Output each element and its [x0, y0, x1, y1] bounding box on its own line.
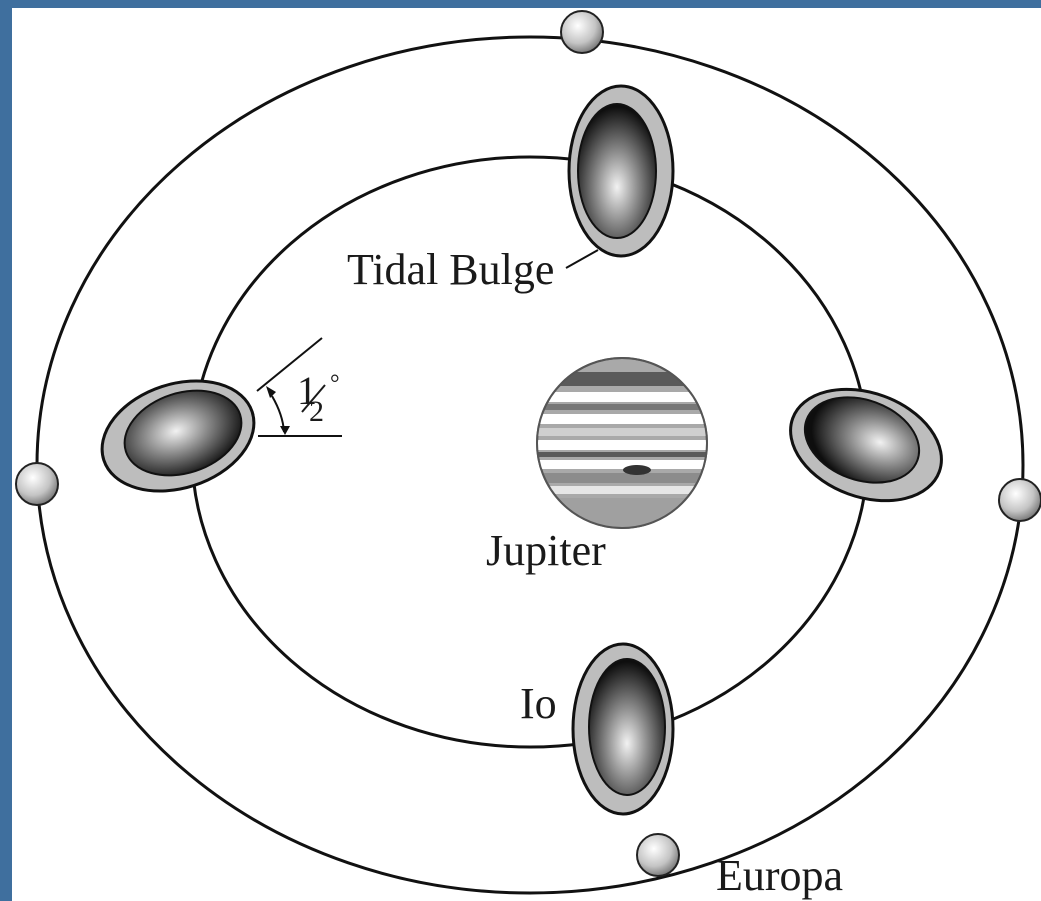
io-moon-right — [775, 369, 957, 520]
europa-moon-right — [999, 479, 1041, 521]
io-moon-left — [88, 362, 269, 509]
jupiter-label: Jupiter — [486, 526, 606, 575]
europa-moon-left — [16, 463, 58, 505]
europa-label: Europa — [716, 851, 843, 900]
angle-label: 1 2 ° — [297, 368, 340, 428]
tidal-bulge-pointer — [566, 250, 598, 268]
io-moon-top — [569, 86, 673, 256]
io-moon-bottom — [573, 644, 673, 814]
io-label: Io — [520, 679, 557, 728]
angle-degree-symbol: ° — [330, 371, 340, 397]
jupiter-planet — [530, 358, 720, 528]
europa-moon-bottom — [637, 834, 679, 876]
angle-denominator: 2 — [309, 395, 324, 428]
tidal-bulge-label: Tidal Bulge — [347, 245, 554, 294]
europa-moon-top — [561, 11, 603, 53]
